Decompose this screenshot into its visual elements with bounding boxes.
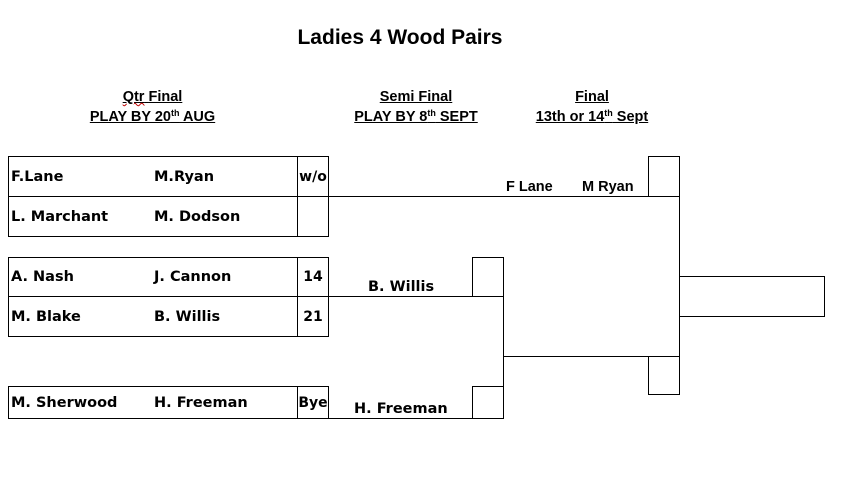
- final-word: Final: [148, 89, 183, 105]
- final-deadline-text: 13th or 14: [535, 109, 605, 125]
- qtr-match-2-divider: [8, 296, 298, 297]
- team-score: 21: [303, 309, 323, 325]
- qtr-deadline-sup: th: [170, 108, 180, 118]
- final-deadline-month: Sept: [612, 109, 649, 125]
- semi-final-label: Semi Final: [379, 89, 453, 105]
- winner-box: [679, 276, 825, 317]
- qtr-deadline-month: AUG: [179, 109, 216, 125]
- team-player: M. Sherwood: [11, 395, 118, 411]
- team-player: L. Marchant: [11, 209, 109, 225]
- qtr-match-1-divider: [8, 196, 298, 197]
- final-player-1: F Lane: [506, 179, 553, 195]
- qtr-deadline-text: PLAY BY 20: [89, 109, 171, 125]
- final-score-box-1: [648, 156, 680, 197]
- semi-winner-1: B. Willis: [368, 279, 435, 295]
- final-deadline-sup: th: [604, 108, 613, 118]
- semi-final-header: Semi Final PLAY BY 8th SEPT: [330, 87, 502, 127]
- bracket-line-top: [329, 196, 680, 197]
- bracket-line-semi-join: [503, 296, 504, 419]
- page-title: Ladies 4 Wood Pairs: [297, 26, 503, 49]
- qtr-match-3-box: [8, 386, 298, 419]
- semi-deadline-month: SEPT: [435, 109, 478, 125]
- final-score-box-2: [648, 356, 680, 395]
- team-player: B. Willis: [154, 309, 221, 325]
- qtr-match-1-score-box-2: [297, 196, 329, 237]
- semi-deadline-text: PLAY BY 8: [354, 109, 428, 125]
- semi-score-box-1: [472, 257, 504, 297]
- final-player-2: M Ryan: [582, 179, 634, 195]
- semi-deadline-sup: th: [427, 108, 436, 118]
- final-label: Final: [575, 89, 609, 105]
- semi-score-box-2: [472, 386, 504, 419]
- bracket-line-final-2: [503, 356, 680, 357]
- team-player: M.Ryan: [154, 169, 215, 185]
- team-player: M. Dodson: [154, 209, 241, 225]
- team-score: Bye: [298, 395, 328, 411]
- bracket-line-semi-2: [329, 418, 504, 419]
- qtr-match-2-score-box-2: [297, 296, 329, 337]
- team-score: w/o: [299, 169, 327, 185]
- team-player: M. Blake: [11, 309, 81, 325]
- team-player: J. Cannon: [154, 269, 232, 285]
- qtr-final-header: Qtr Final PLAY BY 20th AUG: [60, 87, 245, 127]
- qtr-word: Qtr: [122, 89, 145, 105]
- bracket-line-semi-1: [329, 296, 504, 297]
- team-player: H. Freeman: [154, 395, 248, 411]
- qtr-match-3-score-box: [297, 386, 329, 419]
- team-score: 14: [303, 269, 323, 285]
- team-player: F.Lane: [11, 169, 64, 185]
- semi-winner-2: H. Freeman: [354, 401, 448, 417]
- team-player: A. Nash: [11, 269, 74, 285]
- qtr-match-2-score-box-1: [297, 257, 329, 297]
- final-header: Final 13th or 14th Sept: [510, 87, 674, 127]
